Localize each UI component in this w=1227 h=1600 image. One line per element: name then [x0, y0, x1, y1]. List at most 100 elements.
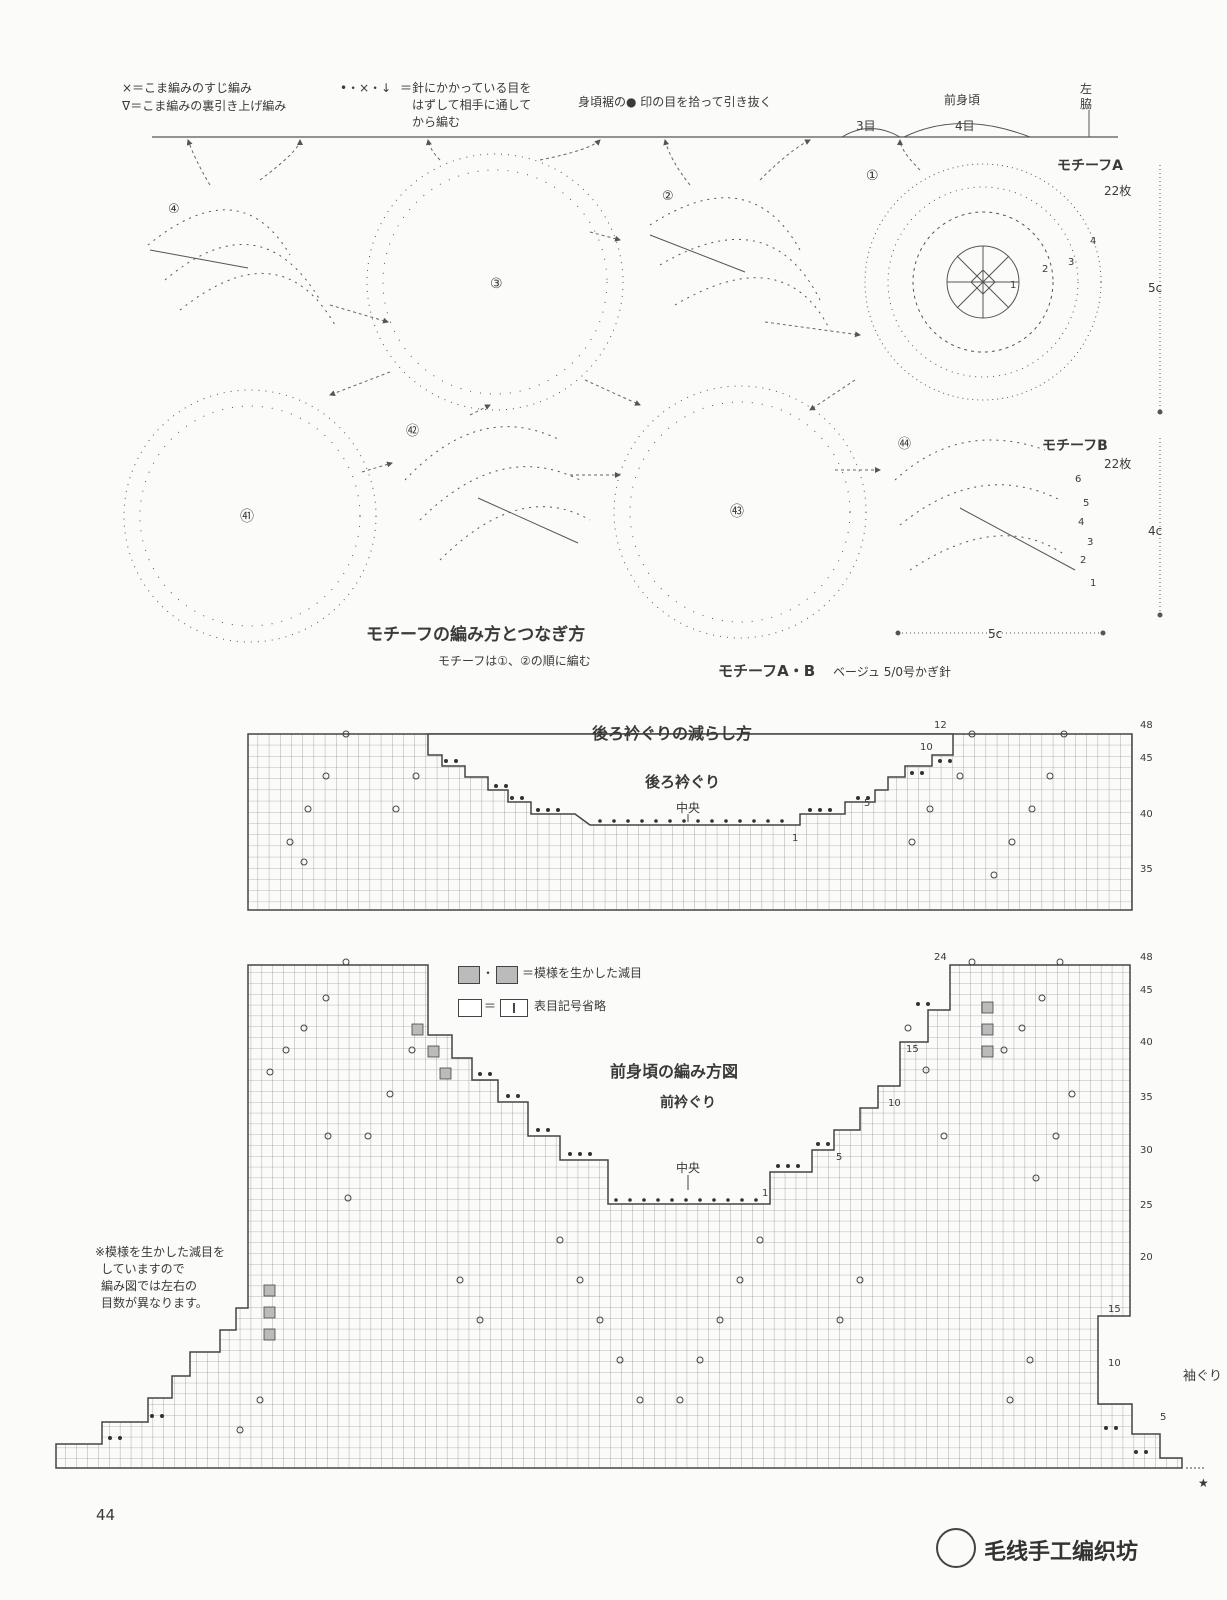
motif-b-count: 22枚	[1104, 456, 1131, 471]
motif-label-1: ①	[866, 168, 879, 184]
front-center-label: 中央	[676, 1161, 701, 1175]
front-bind-off-dots	[108, 1002, 1148, 1454]
dimension-lines	[895, 165, 1163, 636]
front-stitch-10: 10	[888, 1098, 901, 1109]
legend-equals: ＝	[484, 999, 497, 1013]
legend-join-line2: はずして相手に通して	[412, 98, 532, 112]
legend-sc-back-post: ᐁ＝こま編みの裏引き上げ編み	[122, 99, 287, 113]
motif-diagram: ④ ③ ② ① ㊶ ㊷ ㊸ ㊹ 1 2 3 4 6 5 4 3 2 1 モチーフ…	[123, 110, 1163, 643]
motif-label-2: ②	[662, 189, 674, 204]
motif-label-44: ㊹	[898, 437, 911, 452]
motif-43	[613, 385, 867, 639]
legend-blank-swatch	[458, 999, 482, 1017]
join-arrows	[186, 139, 921, 478]
motif-41	[123, 389, 377, 643]
motif-2	[649, 197, 831, 331]
front-stitch-15: 15	[906, 1044, 919, 1055]
round-2: 2	[1042, 264, 1048, 275]
note-line-2: していますので	[101, 1262, 185, 1276]
note-line-3: 編み図では左右の	[101, 1279, 198, 1293]
back-stitch-5: 5	[864, 798, 870, 809]
round-1: 1	[1010, 280, 1016, 291]
legend-join-line3: から編む	[412, 115, 461, 129]
page-number: 44	[96, 1506, 116, 1524]
motif-label-3: ③	[490, 276, 503, 292]
wechat-logo-icon	[936, 1528, 976, 1568]
legend-knit-text: 表目記号省略	[534, 999, 607, 1013]
note-line-4: 目数が異なります。	[101, 1296, 208, 1310]
motif-label-43: ㊸	[730, 504, 744, 520]
motif-42	[404, 426, 591, 561]
legend-sc-back-loop: ×＝こま編みのすじ編み	[122, 81, 253, 95]
front-row-15: 15	[1108, 1304, 1121, 1315]
front-row-25: 25	[1140, 1200, 1153, 1211]
front-subheading: 前衿ぐり	[660, 1095, 716, 1111]
motif-b-size-h: 5c	[988, 627, 1002, 641]
star-marker: ★	[1198, 1476, 1209, 1490]
knit-stitch-icon	[513, 1003, 515, 1013]
material-desc: ベージュ 5/0号かぎ針	[833, 665, 952, 679]
back-row-48: 48	[1140, 720, 1153, 731]
motif-a-title: モチーフA	[1057, 158, 1123, 174]
motif-44	[894, 439, 1076, 571]
motif-1	[864, 163, 1102, 401]
front-stitch-1: 1	[762, 1188, 768, 1199]
motif-label-4: ④	[168, 202, 180, 217]
bind-off-dots	[444, 759, 952, 812]
back-row-40: 40	[1140, 809, 1153, 820]
front-center-dots	[614, 1198, 758, 1202]
legend-decrease-text: ＝模様を生かした減目	[522, 966, 643, 980]
back-stitch-10: 10	[920, 742, 933, 753]
row-3: 3	[1087, 537, 1093, 548]
legend-decrease-swatch-1	[458, 966, 480, 984]
pickup-note: 身頃裾の● 印の目を拾って引き抜く	[578, 95, 772, 109]
motif-b-title: モチーフB	[1042, 438, 1108, 454]
front-row-30: 30	[1140, 1145, 1153, 1156]
round-4: 4	[1090, 236, 1096, 247]
legend-decrease-swatch-2	[496, 966, 518, 984]
back-neck-subheading: 後ろ衿ぐり	[645, 773, 721, 791]
row-1: 1	[1090, 578, 1096, 589]
watermark-text: 毛线手工编织坊	[984, 1540, 1139, 1565]
round-3: 3	[1068, 257, 1074, 268]
motif-a-count: 22枚	[1104, 183, 1131, 198]
armhole-label: 袖ぐり	[1183, 1369, 1223, 1384]
three-stitch-arc	[841, 128, 901, 138]
legend-join-line1: ＝針にかかっている目を	[400, 81, 532, 95]
left-side-label: 左脇	[1080, 82, 1093, 111]
motif-a-size: 5c	[1148, 281, 1162, 295]
legend-dot: ・	[482, 966, 495, 980]
note-line-1: ※模様を生かした減目を	[95, 1245, 226, 1259]
front-row-20: 20	[1140, 1252, 1153, 1263]
back-stitch-1: 1	[792, 833, 798, 844]
pattern-marks	[286, 730, 1068, 879]
row-2: 2	[1080, 555, 1086, 566]
row-4: 4	[1078, 517, 1084, 528]
front-stitch-5: 5	[836, 1152, 842, 1163]
joining-order-note: モチーフは①、②の順に編む	[438, 654, 591, 668]
back-neck-heading: 後ろ衿ぐりの減らし方	[592, 724, 753, 743]
motif-label-42: ㊷	[406, 424, 419, 439]
four-stitch-arc	[903, 123, 1031, 138]
motif-3	[366, 153, 624, 411]
shaded-decrease-cells	[263, 1001, 994, 1341]
front-row-35: 35	[1140, 1092, 1153, 1103]
joining-title: モチーフの編み方とつなぎ方	[366, 625, 586, 645]
motif-label-41: ㊶	[240, 509, 254, 525]
front-heading: 前身頃の編み方図	[610, 1062, 739, 1081]
front-body-label: 前身頃	[944, 93, 981, 107]
back-row-45: 45	[1140, 753, 1153, 764]
front-note: ※模様を生かした減目を していますので 編み図では左右の 目数が異なります。	[95, 1244, 225, 1312]
front-row-5: 5	[1160, 1412, 1166, 1423]
front-body-chart: 48 45 40 35 30 25 20 15 10 5 24 15 10 5 …	[55, 952, 1209, 1490]
row-5: 5	[1083, 498, 1089, 509]
back-neck-chart: 48 45 40 35 12 10 5 1	[247, 720, 1153, 911]
motif-4	[147, 209, 336, 326]
motif-b-size-v: 4c	[1148, 524, 1162, 538]
front-row-45: 45	[1140, 985, 1153, 996]
legend-join-symbols: •・×・↓	[340, 81, 392, 95]
front-pattern-marks	[236, 958, 1076, 1434]
front-row-40: 40	[1140, 1037, 1153, 1048]
front-stitch-24: 24	[934, 952, 947, 963]
back-stitch-12: 12	[934, 720, 947, 731]
